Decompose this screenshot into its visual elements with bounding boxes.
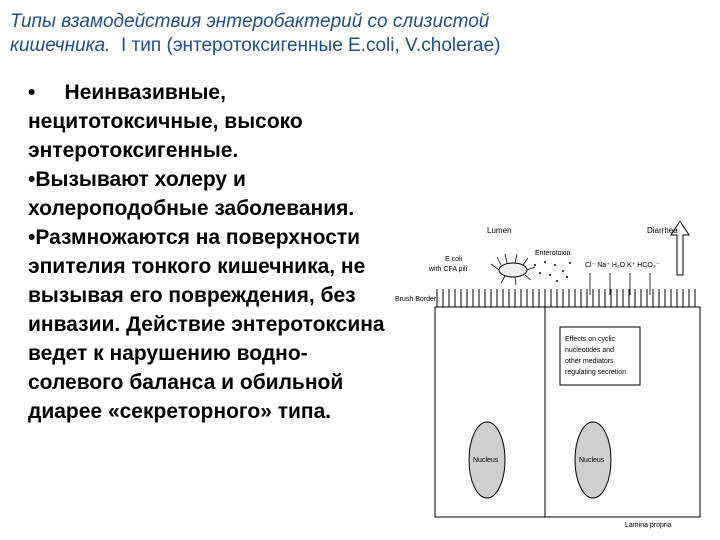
ion-arrows-icon (589, 273, 651, 295)
effects-line: nucleotides and (565, 347, 614, 354)
nucleus-label: Nucleus (579, 457, 605, 464)
label-ions: Cl⁻ Na⁺ H₂O K⁺ HCO₃⁻ (585, 262, 660, 269)
title-line2-rest: I тип (энтеротоксигенные E.coli, V.chole… (121, 35, 501, 56)
bullet-list: • Неинвазивные, нецитотоксичные, высоко … (28, 78, 398, 426)
title-line2-italic: кишечника. (10, 35, 111, 56)
diarrhea-arrow-icon (670, 220, 690, 276)
bullet-text: Неинвазивные, нецитотоксичные, высоко эн… (28, 81, 303, 162)
title-line1: Типы взамодействия энтеробактерий со сли… (10, 11, 490, 32)
bullet-marker: • (28, 168, 36, 191)
label-enterotoxin: Enterotoxin (535, 250, 571, 257)
bullet-text: Вызывают холеру и холероподобные заболев… (28, 168, 355, 220)
label-ecoli-cfa: with CFA pili (428, 266, 468, 273)
enterotoxin-dots (534, 261, 571, 282)
label-lumen: Lumen (487, 226, 511, 235)
effects-line: Effects on cyclic (565, 336, 616, 343)
bacterium-icon (490, 253, 536, 286)
brush-border (435, 289, 700, 308)
title-line2: кишечника. I тип (энтеротоксигенные E.co… (10, 34, 710, 58)
bullet-item: •Размножаются на поверхности эпителия то… (28, 223, 398, 426)
nucleus-label: Nucleus (473, 457, 499, 464)
label-brush-border: Brush Border (395, 296, 437, 303)
enterotoxin-diagram: Lumen Diarrhea E.coli with CFA pili Ente… (395, 220, 701, 529)
bullet-text: Размножаются на поверхности эпителия тон… (28, 226, 385, 423)
bullet-marker: • (28, 81, 36, 104)
nucleus-left (468, 421, 506, 499)
label-diarrhea: Diarrhea (647, 226, 678, 235)
effects-box (559, 326, 641, 386)
effects-line: regulating secretion (565, 369, 626, 376)
epithelial-cell-right (544, 306, 701, 518)
bullet-item: •Вызывают холеру и холероподобные заболе… (28, 165, 398, 223)
nucleus-right (574, 421, 612, 499)
bullet-marker: • (28, 226, 36, 249)
label-ecoli: E.coli (445, 256, 463, 263)
slide-title: Типы взамодействия энтеробактерий со сли… (10, 10, 710, 58)
bullet-item: • Неинвазивные, нецитотоксичные, высоко … (28, 78, 398, 165)
effects-line: other mediators (565, 358, 614, 365)
label-lamina-propria: Lamina propria (625, 522, 672, 529)
